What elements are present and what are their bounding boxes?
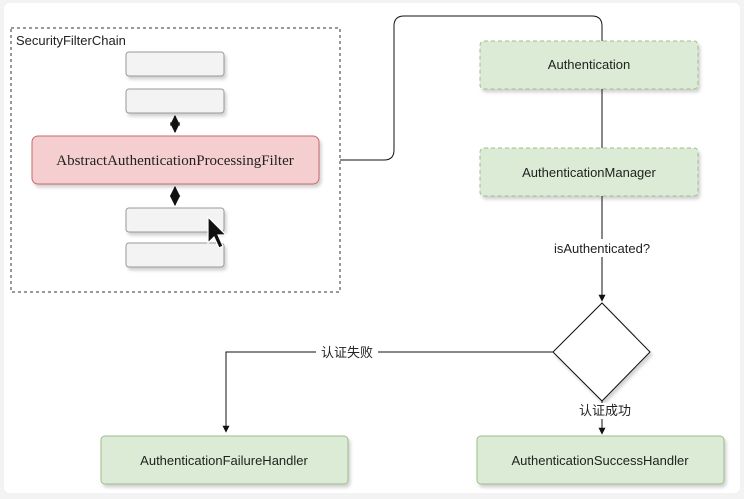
security-filter-chain-container: SecurityFilterChain — [10, 27, 341, 293]
is-authenticated-label: isAuthenticated? — [554, 241, 650, 256]
decision-diamond[interactable] — [552, 302, 651, 402]
authentication-node[interactable]: Authentication — [479, 40, 699, 90]
is-authenticated-label-bg — [549, 239, 655, 257]
filter-box-4[interactable] — [125, 242, 225, 268]
filter-box-3[interactable] — [125, 207, 225, 233]
success-label-bg — [574, 403, 636, 419]
success-label: 认证成功 — [579, 403, 631, 418]
authentication-failure-handler-node[interactable]: AuthenticationFailureHandler — [100, 435, 349, 485]
fail-label: 认证失败 — [321, 345, 373, 360]
authentication-success-handler-node[interactable]: AuthenticationSuccessHandler — [476, 435, 725, 485]
main-filter-label: AbstractAuthenticationProcessingFilter — [56, 153, 293, 169]
fail-label-bg — [316, 343, 378, 361]
container-title: SecurityFilterChain — [16, 33, 126, 48]
flow-diagram: SecurityFilterChain AbstractAuthenticati… — [10, 15, 725, 485]
mouse-pointer-icon — [207, 215, 228, 249]
diagram-canvas: SecurityFilterChain AbstractAuthenticati… — [4, 3, 740, 493]
authentication-manager-label: AuthenticationManager — [522, 165, 656, 180]
failure-handler-label: AuthenticationFailureHandler — [140, 453, 308, 468]
authentication-manager-node[interactable]: AuthenticationManager — [479, 147, 699, 197]
abstract-auth-processing-filter-node[interactable]: AbstractAuthenticationProcessingFilter — [31, 135, 320, 185]
filter-box-1[interactable] — [125, 51, 225, 77]
fail-branch-arrow — [222, 351, 553, 433]
filter-box-2[interactable] — [125, 88, 225, 114]
filter-to-auth-connector — [340, 15, 603, 161]
authentication-label: Authentication — [548, 57, 630, 72]
success-handler-label: AuthenticationSuccessHandler — [511, 453, 689, 468]
